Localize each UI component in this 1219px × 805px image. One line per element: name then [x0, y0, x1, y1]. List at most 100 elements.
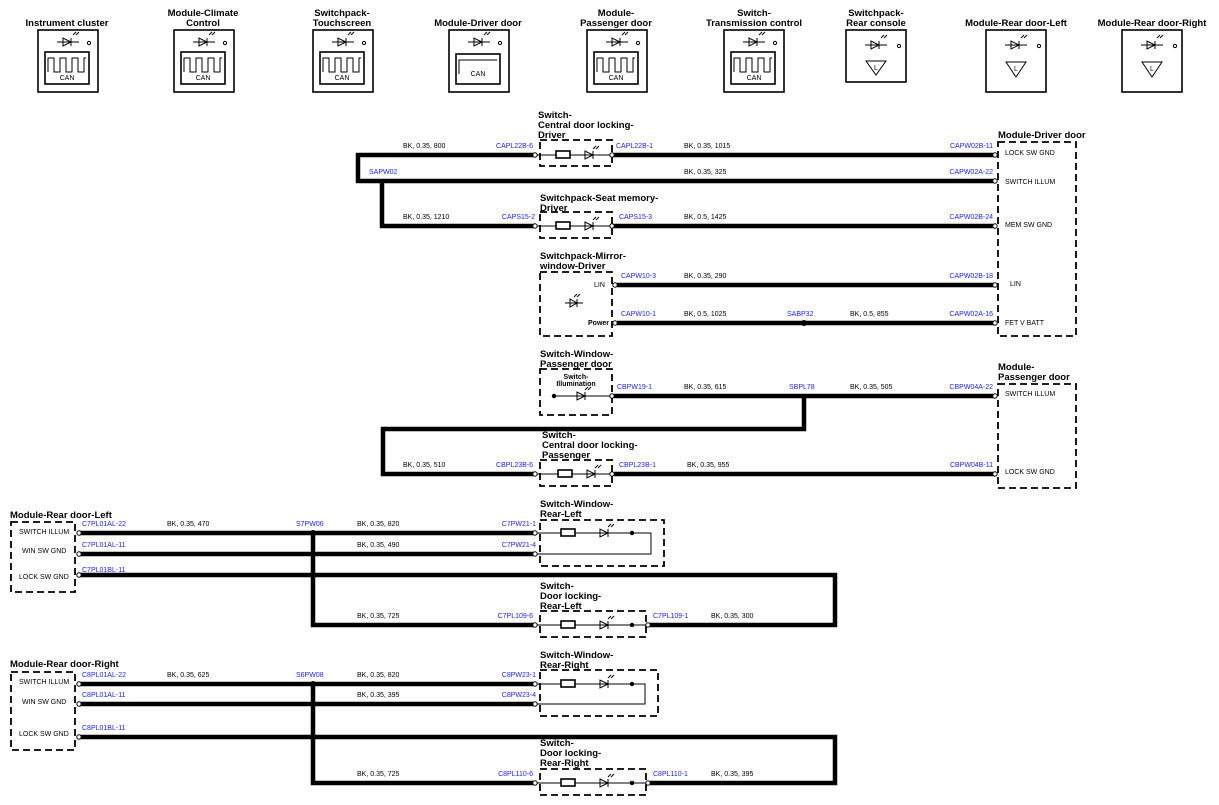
wire-spec: BK, 0.35, 625 [167, 672, 210, 679]
diode-icon [865, 34, 888, 50]
module-title-line2: Control [186, 18, 220, 29]
module-title-line1: Module-Climate [168, 8, 239, 19]
connector-label: C7PL01BL-11 [82, 567, 126, 574]
component-title: Switch- [542, 430, 576, 441]
module-title-line1: Switch- [737, 8, 771, 19]
component-title: window-Driver [539, 261, 606, 272]
wire-spec: BK, 0.35, 1210 [403, 214, 449, 221]
connector-label: C7PL01AL-22 [82, 521, 126, 528]
diode-icon [57, 31, 80, 47]
component-title: Central door locking- [538, 120, 634, 131]
can-bus-icon [593, 51, 639, 85]
can-bus-icon [44, 51, 90, 85]
connector-label: C8PL110-1 [653, 771, 688, 778]
splice-node-icon [310, 681, 316, 687]
connector-pins [76, 152, 998, 786]
module-title: Instrument cluster [26, 18, 109, 29]
diode-icon [193, 31, 216, 47]
indicator-dot-icon [772, 40, 778, 46]
ground-node-icon [551, 393, 557, 399]
switch-illumination-label: Switch- [564, 374, 590, 381]
indicator-dot-icon [1172, 43, 1178, 49]
wire-spec: BK, 0.35, 505 [850, 384, 893, 391]
module-title-line1: Switchpack- [314, 8, 369, 19]
diode-icon [332, 31, 355, 47]
lin-triangle-icon [865, 60, 887, 76]
can-label: CAN [747, 75, 762, 82]
switchpack-mirror-window: Switchpack-Mirror- window-Driver LIN Pow… [539, 251, 626, 337]
connector-label: CAPW10-3 [621, 273, 656, 280]
connector-label: C8PL01BL-11 [82, 725, 126, 732]
pin-label: WIN SW GND [22, 548, 66, 555]
switch-box [539, 519, 665, 567]
module-symbol-box [1121, 29, 1183, 93]
connector-labels: CAPL22B-6 CAPL22B-1 CAPW02B-11 SAPW02 CA… [82, 143, 993, 778]
wire-seat-memory-in [379, 181, 535, 229]
connector-label: C8PL01AL-11 [82, 692, 126, 699]
switch-window-rear-left: Switch-Window- Rear-Left [537, 499, 665, 567]
can-label: CAN [471, 71, 486, 78]
indicator-dot-icon [86, 40, 92, 46]
connector-label: CAPW02A-16 [949, 311, 993, 318]
wire-spec: BK, 0.35, 395 [711, 771, 754, 778]
connector-label: CBPW04A-22 [949, 384, 993, 391]
pin-label: LOCK SW GND [19, 574, 69, 581]
switch-box [539, 459, 613, 487]
module-passenger-door-top: Module- Passenger door CAN [580, 8, 652, 93]
splices [310, 320, 807, 687]
indicator-dot-icon [497, 40, 503, 46]
connector-label: C8PL110-6 [498, 771, 533, 778]
led-icon [599, 615, 615, 630]
module-title-line2: Passenger door [998, 372, 1070, 383]
switch-box [539, 768, 647, 796]
pin-label: LOCK SW GND [1005, 469, 1055, 476]
pin-label: SWITCH ILLUM [19, 679, 69, 686]
splice-label: S7PW06 [296, 521, 324, 528]
component-title: Rear-Right [540, 758, 589, 769]
connector-label: CAPW02B-24 [949, 214, 993, 221]
pin-label: WIN SW GND [22, 699, 66, 706]
module-title: Module-Driver door [434, 18, 522, 29]
connector-label: CAPS15-3 [619, 214, 652, 221]
can-label: CAN [609, 75, 624, 82]
junction-dot-icon [629, 622, 635, 628]
connector-label: C7PW21-1 [502, 521, 536, 528]
wire-spec: BK, 0.35, 490 [357, 542, 400, 549]
can-bus-icon [319, 51, 365, 85]
switch-door-locking-rear-right: Switch- Door locking- Rear-Right [537, 738, 648, 796]
switch-cdl-driver: Switch- Central door locking- Driver [537, 110, 634, 167]
component-title: Central door locking- [542, 440, 638, 451]
resistor-icon [557, 469, 573, 478]
wire-rl-door-lock-in [310, 533, 535, 628]
module-symbol-box [985, 29, 1047, 93]
module-title: Module-Driver door [998, 130, 1086, 141]
wire-spec: BK, 0.35, 395 [357, 692, 400, 699]
module-title: Module-Rear door-Right [10, 659, 120, 670]
wire-spec: BK, 0.35, 800 [403, 143, 446, 150]
module-rear-door-left-top: Module-Rear door-Left L [965, 18, 1068, 93]
wire-spec: BK, 0.35, 290 [684, 273, 727, 280]
connector-label: CBPW04B-11 [950, 462, 993, 469]
component-title: Switch- [538, 110, 572, 121]
diode-icon [1141, 34, 1164, 50]
module-rear-console: Switchpack- Rear console L [845, 8, 907, 83]
resistor-icon [560, 778, 576, 787]
module-title-line2: Touchscreen [313, 18, 372, 29]
component-title: Door locking- [540, 748, 601, 759]
module-rear-door-left: Module-Rear door-Left SWITCH ILLUM WIN S… [10, 510, 113, 593]
connector-label: C7PL109-1 [653, 613, 689, 620]
switch-window-passenger: Switch-Window- Passenger door Switch- Il… [539, 349, 613, 416]
pin-label: Power [588, 320, 609, 327]
pin-label: LIN [594, 282, 605, 289]
component-title: Switchpack-Mirror- [540, 251, 626, 262]
connector-label: CAPW02B-11 [950, 143, 993, 150]
indicator-dot-icon [635, 40, 641, 46]
connector-label: C8PW23-4 [502, 692, 536, 699]
led-icon [565, 293, 583, 308]
resistor-icon [555, 221, 571, 230]
connector-label: CBPL23B-6 [496, 462, 533, 469]
switch-window-rear-right: Switch-Window- Rear-Right [537, 650, 659, 717]
can-label: CAN [60, 75, 75, 82]
indicator-dot-icon [361, 40, 367, 46]
module-title-line1: Module- [598, 8, 634, 19]
